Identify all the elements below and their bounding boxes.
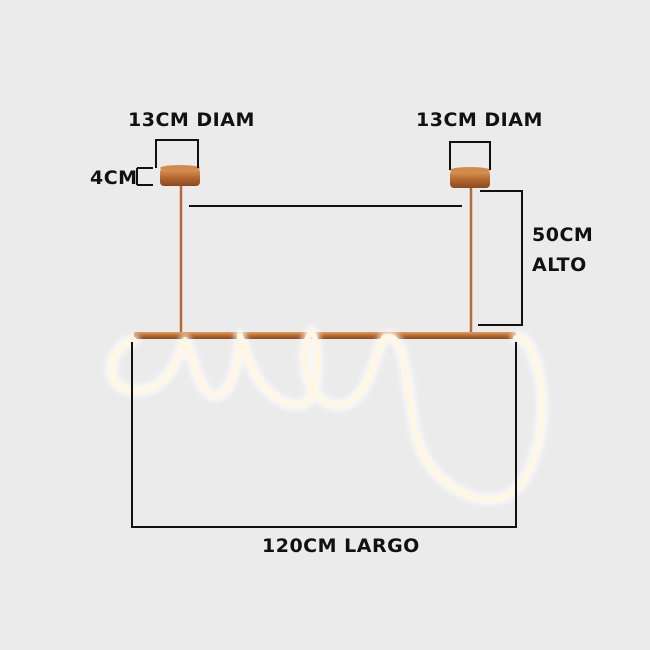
canopy-right-diameter-label: 13CM DIAM: [416, 109, 543, 131]
dimension-line-height: [478, 190, 523, 326]
canopy-left: [160, 165, 200, 186]
copper-bar: [134, 332, 516, 339]
drop-height-label: 50CM: [532, 224, 594, 246]
canopy-depth-label: 4CM: [90, 167, 138, 189]
dimension-line-diam-right: [449, 141, 491, 170]
total-width-label: 120CM LARGO: [262, 535, 420, 557]
canopy-right: [450, 167, 490, 188]
dimension-line-diam-left: [155, 139, 199, 168]
dimension-line-width: [131, 342, 517, 528]
dimension-line-depth: [136, 167, 153, 186]
drop-height-word-label: ALTO: [532, 254, 587, 276]
canopy-left-diameter-label: 13CM DIAM: [128, 109, 255, 131]
led-tube: [105, 326, 549, 506]
